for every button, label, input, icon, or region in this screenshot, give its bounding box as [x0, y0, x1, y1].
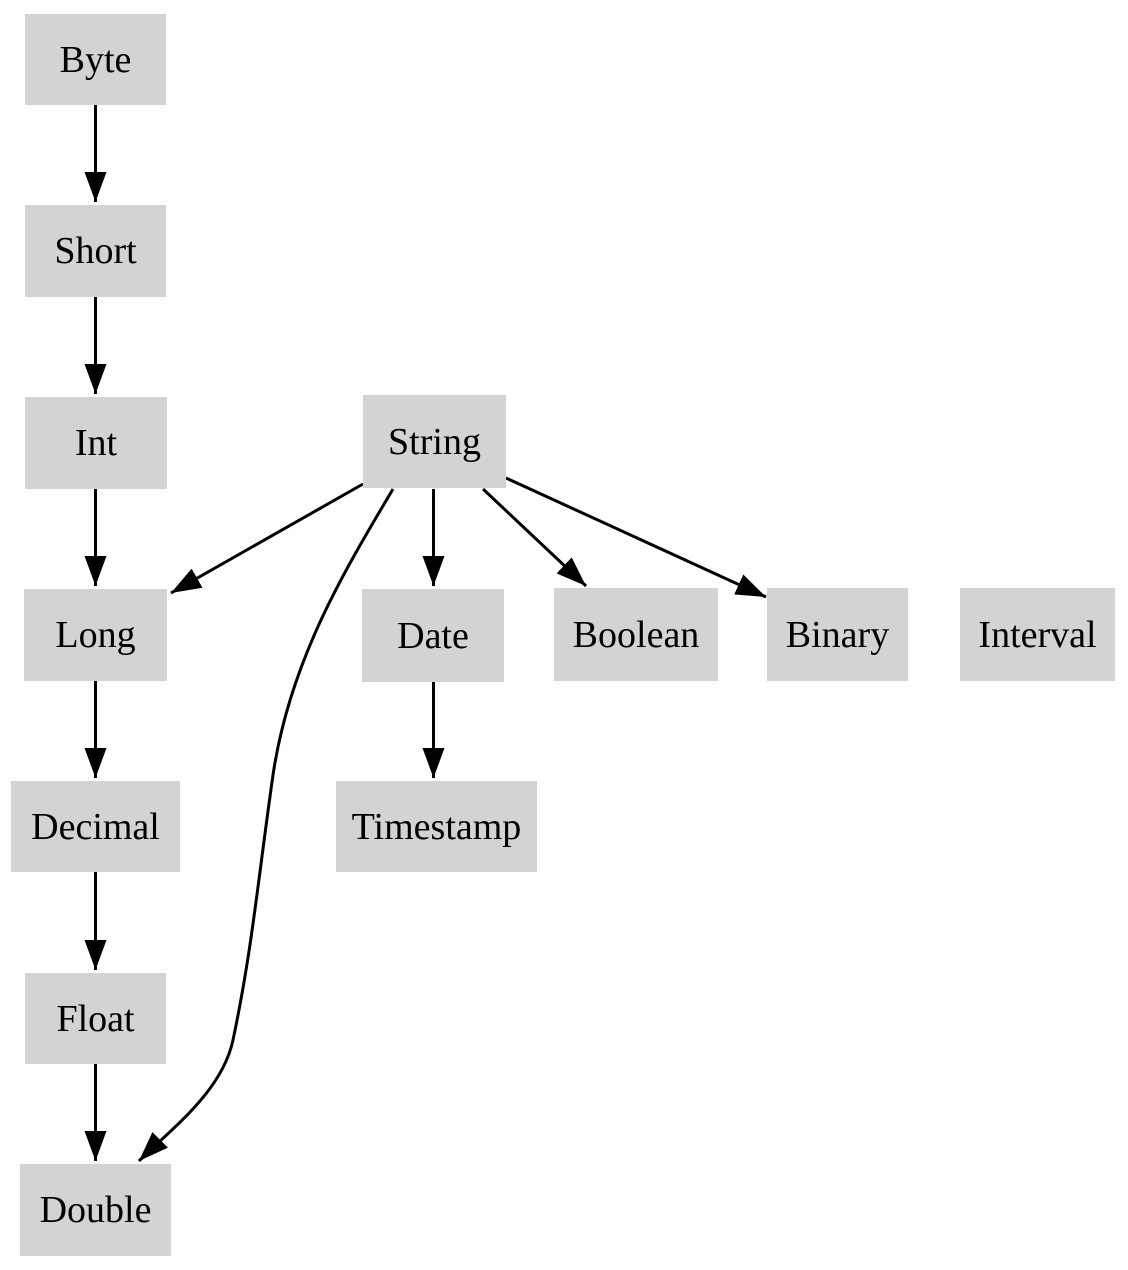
edge-string-double: [137, 488, 395, 1163]
node-double: Double: [20, 1164, 171, 1256]
node-binary: Binary: [767, 588, 908, 681]
node-decimal: Decimal: [11, 781, 180, 872]
node-timestamp: Timestamp: [336, 781, 537, 872]
node-date: Date: [362, 589, 504, 682]
edge-string-long: [170, 482, 364, 595]
node-short: Short: [25, 205, 166, 297]
node-byte: Byte: [25, 14, 166, 105]
node-int: Int: [25, 397, 167, 489]
node-float: Float: [25, 973, 166, 1064]
node-string: String: [363, 395, 506, 488]
node-interval: Interval: [960, 588, 1115, 681]
edge-string-binary: [505, 476, 767, 599]
edge-string-boolean: [481, 487, 588, 588]
node-boolean: Boolean: [554, 588, 718, 681]
node-long: Long: [24, 589, 167, 681]
